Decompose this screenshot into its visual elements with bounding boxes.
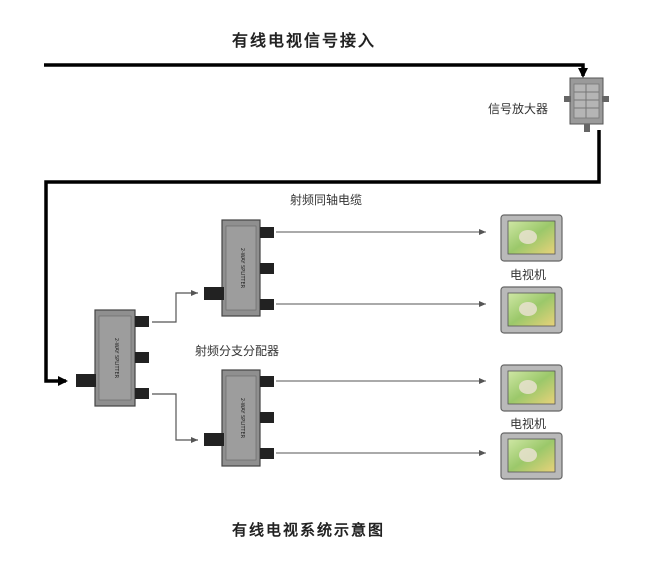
- diagram-caption: 有线电视系统示意图: [232, 521, 386, 539]
- diagram-title: 有线电视信号接入: [232, 31, 377, 50]
- branch-line-upper: [152, 290, 198, 323]
- lower-splitter-icon: 2-WAY SPLITTER: [204, 369, 274, 467]
- television-icon: [500, 364, 563, 412]
- television-icon: [500, 214, 563, 262]
- splitter-label: 射频分支分配器: [195, 344, 280, 358]
- coaxial-cable-line: [44, 130, 601, 386]
- svg-text:2-WAY SPLITTER: 2-WAY SPLITTER: [113, 338, 119, 379]
- input-signal-line: [44, 63, 588, 78]
- svg-text:2-WAY SPLITTER: 2-WAY SPLITTER: [239, 398, 245, 439]
- amplifier-label: 信号放大器: [488, 102, 549, 116]
- branch-line-lower: [152, 393, 198, 443]
- amplifier-icon: [564, 77, 609, 132]
- television-icon: [500, 432, 563, 480]
- cable-label: 射频同轴电缆: [290, 193, 363, 207]
- svg-text:2-WAY SPLITTER: 2-WAY SPLITTER: [239, 248, 245, 289]
- television-icon: [500, 286, 563, 334]
- tv-label-2: 电视机: [510, 417, 547, 431]
- main-splitter-icon: 2-WAY SPLITTER: [76, 309, 149, 407]
- tv-label-1: 电视机: [510, 268, 547, 282]
- upper-splitter-icon: 2-WAY SPLITTER: [204, 219, 274, 317]
